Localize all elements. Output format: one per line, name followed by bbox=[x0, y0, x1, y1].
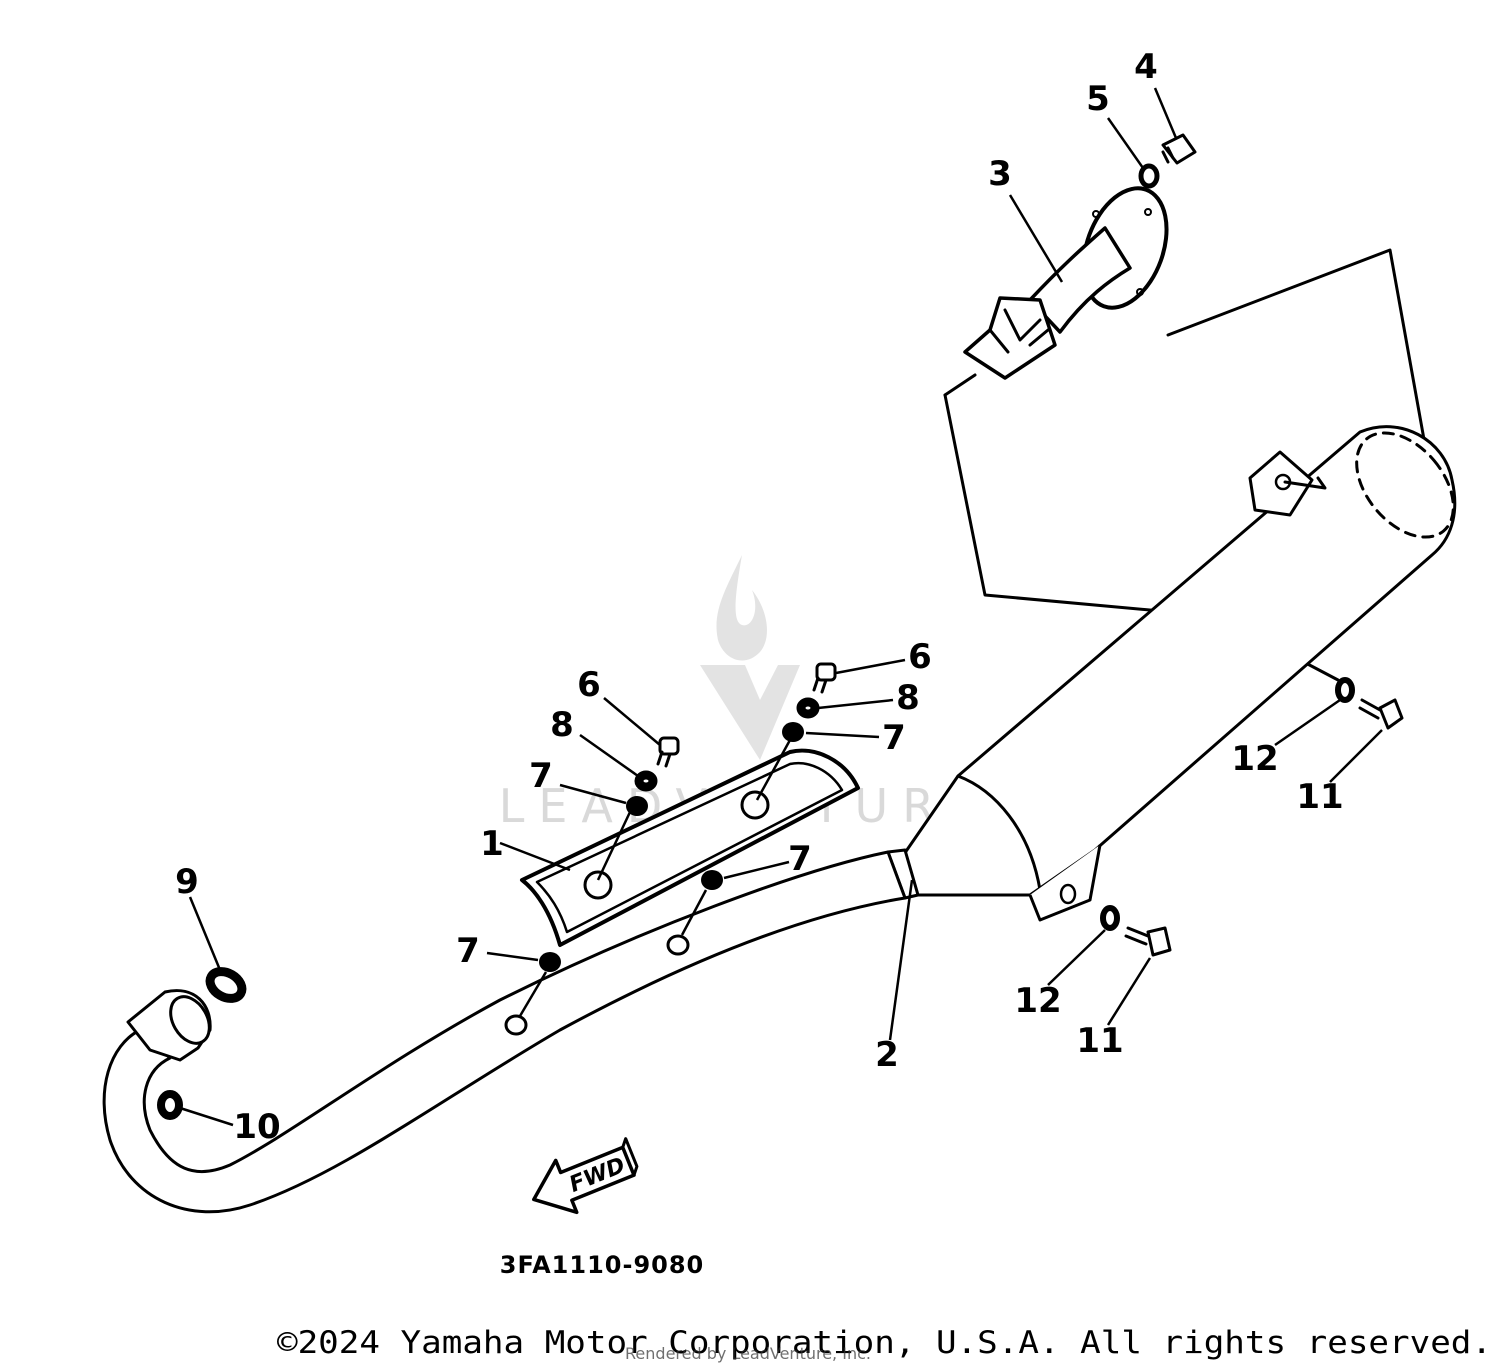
grommet-7d-icon bbox=[539, 952, 561, 972]
rendered-by-credit: Rendered by LeadVenture, Inc. bbox=[625, 1344, 871, 1363]
forward-arrow: FWD bbox=[532, 1137, 639, 1215]
callout-2: 2 bbox=[875, 1035, 899, 1075]
gasket-9-icon bbox=[205, 967, 247, 1003]
callout-11b: 11 bbox=[1076, 1021, 1123, 1061]
spark-arrester bbox=[963, 186, 1169, 380]
callout-6a: 6 bbox=[577, 665, 601, 705]
diagram-part-number: 3FA1110-9080 bbox=[500, 1251, 704, 1279]
flame-logo-icon bbox=[700, 555, 800, 760]
grommet-7b-icon bbox=[782, 722, 804, 742]
heat-protector bbox=[520, 748, 860, 947]
callout-10: 10 bbox=[233, 1107, 280, 1147]
callout-7c: 7 bbox=[788, 839, 812, 879]
callout-1: 1 bbox=[480, 824, 504, 864]
washer-8b-icon bbox=[796, 697, 820, 719]
grommet-7c-icon bbox=[701, 870, 723, 890]
hardware bbox=[157, 133, 1404, 1120]
callout-7a: 7 bbox=[529, 756, 553, 796]
callout-12b: 12 bbox=[1014, 981, 1061, 1021]
callout-11a: 11 bbox=[1296, 777, 1343, 817]
callout-8a: 8 bbox=[550, 705, 574, 745]
copyright-notice: ©2024 Yamaha Motor Corporation, U.S.A. A… bbox=[277, 1325, 1492, 1361]
callout-12a: 12 bbox=[1231, 739, 1278, 779]
bolt-11a-icon bbox=[1358, 698, 1404, 730]
callout-9: 9 bbox=[175, 862, 199, 902]
grommet-7a-icon bbox=[626, 796, 648, 816]
bolt-6b-icon bbox=[812, 662, 837, 694]
washer-8a-icon bbox=[634, 770, 658, 792]
callout-5: 5 bbox=[1086, 79, 1110, 119]
washer-12b-icon bbox=[1100, 905, 1120, 931]
nut-10-icon bbox=[157, 1090, 183, 1120]
bolt-11b-icon bbox=[1124, 926, 1172, 957]
washer-12a-icon bbox=[1335, 677, 1355, 703]
callout-7d: 7 bbox=[456, 931, 480, 971]
exhaust-pipe-muffler bbox=[102, 425, 1457, 1214]
bolt-6a-icon bbox=[656, 736, 680, 768]
callout-4: 4 bbox=[1134, 47, 1158, 87]
bolt-4-icon bbox=[1161, 133, 1197, 165]
washer-5-icon bbox=[1138, 163, 1160, 189]
forward-arrow-icon bbox=[532, 1145, 636, 1215]
callout-7b: 7 bbox=[882, 718, 906, 758]
callout-numbers: 4 5 3 6 6 8 8 7 7 7 7 1 9 10 12 11 12 11… bbox=[175, 47, 1344, 1147]
callout-8b: 8 bbox=[896, 678, 920, 718]
leader-lines bbox=[179, 87, 1383, 1127]
callout-6b: 6 bbox=[908, 637, 932, 677]
callout-3: 3 bbox=[988, 154, 1012, 194]
